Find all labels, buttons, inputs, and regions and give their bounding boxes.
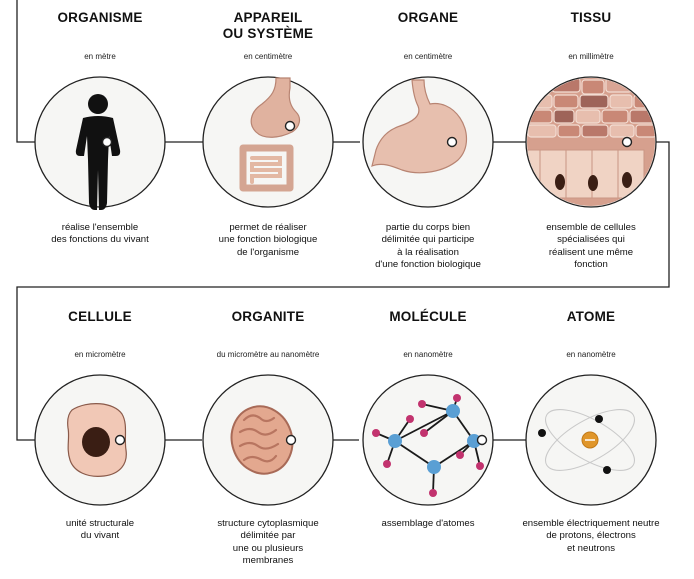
connection-nodes [101,120,633,446]
stage-title-tissu: TISSU [570,10,612,25]
mitochondrion-icon [230,405,294,475]
cell-icon [67,403,127,477]
stomach-icon [371,79,468,174]
stage-title-organite: ORGANITE [231,309,305,324]
stage-title-atome: ATOME [566,309,616,324]
stage-description-organe: partie du corps bien délimitée qui parti… [375,222,481,271]
human-figure-icon [75,94,121,210]
stage-title-molecule: MOLÉCULE [389,309,467,324]
stage-unit-molecule: en nanomètre [403,350,453,359]
stage-unit-organe: en centimètre [403,52,453,61]
stage-title-organisme: ORGANISME [57,10,143,25]
circle-appareil [202,76,334,208]
stage-unit-appareil: en centimètre [243,52,293,61]
stage-unit-cellule: en micromètre [74,350,126,359]
molecule-icon [372,394,484,497]
stage-description-cellule: unité structurale du vivant [65,518,135,542]
stage-description-molecule: assemblage d'atomes [381,518,475,529]
stage-description-organisme: réalise l'ensemble des fonctions du viva… [51,222,149,246]
tissue-icon [525,76,657,208]
stage-description-tissu: ensemble de cellules spécialisées qui ré… [546,222,636,271]
atom-icon [538,409,635,474]
connector-lines [16,0,670,441]
stage-description-atome: ensemble électriquement neutre de proton… [522,518,660,554]
stage-title-appareil: APPAREIL OU SYSTÈME [222,10,314,41]
stage-unit-organisme: en mètre [84,52,116,61]
stage-unit-atome: en nanomètre [566,350,616,359]
stage-description-appareil: permet de réaliser une fonction biologiq… [218,222,318,258]
stage-title-organe: ORGANE [397,10,459,25]
stage-unit-organite: du micromètre au nanomètre [216,350,320,359]
stage-description-organite: structure cytoplasmique délimitée par un… [217,518,319,567]
stage-title-cellule: CELLULE [68,309,132,324]
stage-unit-tissu: en millimètre [568,52,614,61]
circle-molecule [362,374,494,506]
